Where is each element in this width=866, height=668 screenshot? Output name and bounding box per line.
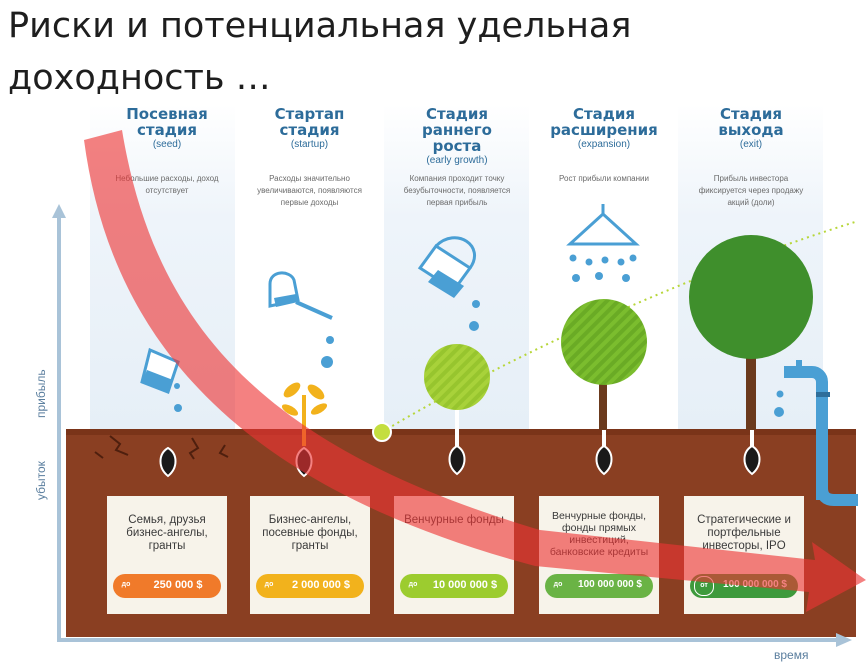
stage-english: (expansion) [577, 139, 631, 150]
stage-description: Прибыль инвестора фиксируется через прод… [698, 174, 804, 207]
stage-description: Небольшие расходы, доход отсутствует [115, 174, 219, 195]
axes [52, 204, 852, 647]
seed-icon [595, 444, 613, 476]
x-axis-label-time: время [774, 648, 809, 662]
amount-pill: до 10 000 000 $ [400, 574, 508, 598]
investor-text: Стратегические и портфельные инвесторы, … [697, 514, 791, 552]
stage-description: Расходы значительно увеличиваются, появл… [257, 174, 362, 207]
y-axis-label-loss: убыток [34, 461, 48, 500]
stage-english: (early growth) [426, 155, 488, 166]
stage-name: Стадия раннего роста [422, 105, 492, 155]
investor-text: Венчурные фонды, фонды прямых инвестиций… [549, 510, 649, 558]
stage-english: (exit) [739, 139, 763, 150]
stage-name: Стадия расширения [550, 105, 658, 139]
amount-pill: до 100 000 000 $ [545, 574, 653, 598]
amount-value: 100 000 000 $ [578, 579, 642, 590]
seed-icon [295, 446, 313, 478]
stage-header-expansion: Стадия расширения (expansion) Рост прибы… [546, 106, 662, 185]
stage-description: Рост прибыли компании [559, 174, 649, 183]
amount-prefix: до [260, 576, 278, 594]
amount-prefix: до [117, 576, 135, 594]
stage-header-exit: Стадия выхода (exit) Прибыль инвестора ф… [692, 106, 810, 209]
investor-card-seed: Семья, друзья бизнес-ангелы, гранты до 2… [107, 496, 227, 614]
investor-card-startup: Бизнес-ангелы, посевные фонды, гранты до… [250, 496, 370, 614]
stage-header-seed: Посевная стадия (seed) Небольшие расходы… [108, 106, 226, 197]
x-axis-arrow [836, 633, 852, 647]
investor-card-early-growth: Венчурные фонды до 10 000 000 $ [394, 496, 514, 614]
stage-header-startup: Стартап стадия (startup) Расходы значите… [252, 106, 367, 209]
amount-value: 100 000 000 $ [723, 579, 787, 590]
page-title: Риски и потенциальная удельная доходност… [8, 6, 632, 98]
investor-text: Семья, друзья бизнес-ангелы, гранты [126, 514, 208, 552]
y-axis-label-profit: прибыль [34, 369, 48, 418]
stage-name: Стадия выхода [718, 105, 784, 139]
stage-name: Стартап стадия [274, 105, 345, 139]
amount-value: 250 000 $ [153, 579, 203, 591]
stage-english: (seed) [152, 139, 182, 150]
seed-icon [159, 446, 177, 478]
investor-text: Венчурные фонды [404, 514, 504, 526]
amount-value: 2 000 000 $ [291, 579, 351, 591]
investor-card-expansion: Венчурные фонды, фонды прямых инвестиций… [539, 496, 659, 614]
amount-prefix: от [694, 576, 714, 596]
y-axis-arrow [52, 204, 66, 218]
stage-english: (startup) [290, 139, 329, 150]
stage-name: Посевная стадия [126, 105, 208, 139]
amount-pill: до 250 000 $ [113, 574, 221, 598]
amount-pill: от 100 000 000 $ [690, 574, 798, 598]
stage-description: Компания проходит точку безубыточности, … [403, 174, 511, 207]
breakeven-point [372, 422, 392, 442]
stage-header-early-growth: Стадия раннего роста (early growth) Комп… [400, 106, 514, 209]
seed-icon [448, 444, 466, 476]
amount-pill: до 2 000 000 $ [256, 574, 364, 598]
amount-prefix: до [549, 576, 567, 594]
amount-prefix: до [404, 576, 422, 594]
amount-value: 10 000 000 $ [432, 579, 498, 591]
investor-card-exit: Стратегические и портфельные инвесторы, … [684, 496, 804, 614]
soil-edge [66, 429, 856, 435]
seed-icon [743, 444, 761, 476]
investor-text: Бизнес-ангелы, посевные фонды, гранты [262, 514, 358, 552]
